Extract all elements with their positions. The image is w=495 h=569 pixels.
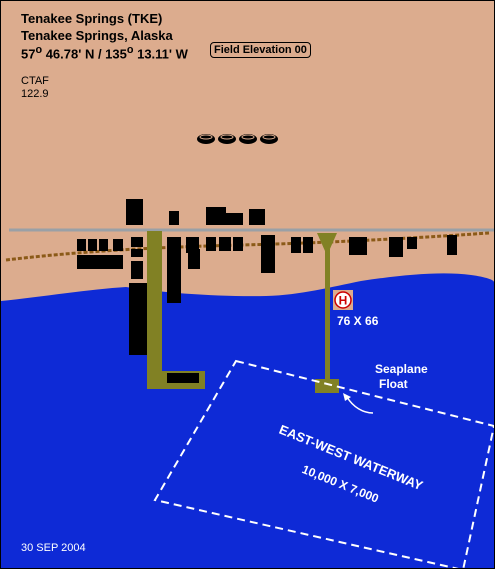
heliport: H (333, 290, 353, 310)
chart-date: 30 SEP 2004 (21, 542, 86, 554)
ctaf-frequency: 122.9 (21, 88, 49, 100)
airport-city: Tenakee Springs, Alaska (21, 28, 173, 43)
heliport-symbol: H (339, 294, 348, 308)
water-body (1, 273, 494, 568)
lat-degrees: 57 (21, 46, 36, 62)
heliport-dimensions: 76 X 66 (337, 314, 379, 328)
seaplane-ramp (315, 233, 339, 393)
lon-minutes: 13.11' W (133, 46, 188, 62)
ctaf-label: CTAF (21, 75, 49, 87)
field-elevation-badge: Field Elevation 00 (210, 42, 311, 58)
airport-coordinates: 57o 46.78' N / 135o 13.11' W (21, 44, 188, 62)
lat-minutes: 46.78' N / 135 (42, 46, 127, 62)
seaplane-label-2: Float (379, 377, 408, 391)
airport-name: Tenakee Springs (TKE) (21, 11, 163, 26)
waterway-boundary (153, 359, 494, 568)
ctaf-info: CTAF 122.9 (21, 75, 49, 101)
buildings (77, 199, 457, 383)
seaplane-arrow (346, 396, 374, 414)
seaplane-label-1: Seaplane (375, 362, 428, 376)
